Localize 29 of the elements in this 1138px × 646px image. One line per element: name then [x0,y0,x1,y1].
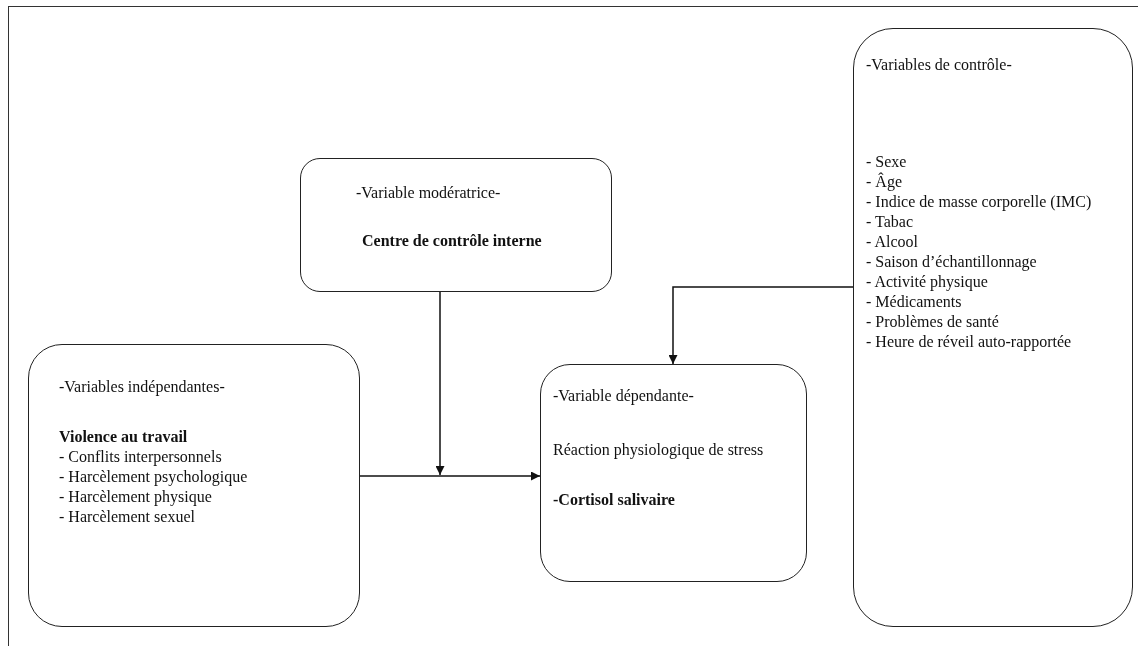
box-text: - Heure de réveil auto-rapportée [866,332,1072,352]
arrow [435,291,445,476]
box-text: Réaction physiologique de stress [553,440,764,460]
variable-box [28,344,360,627]
box-heading: -Variables indépendantes- [59,377,225,397]
box-text: - Conflits interpersonnels [59,447,222,467]
box-text: Centre de contrôle interne [361,231,542,251]
box-text: - Activité physique [866,272,988,292]
arrow [359,471,541,481]
box-text: - Harcèlement sexuel [59,507,195,527]
box-text: Violence au travail [59,427,188,447]
box-heading: -Variable modératrice- [356,183,501,203]
box-text: - Problèmes de santé [866,312,999,332]
variable-box [853,28,1133,627]
box-text: - Saison d’échantillonnage [866,252,1037,272]
box-text: - Harcèlement physique [59,487,212,507]
box-text: -Cortisol salivaire [553,490,675,510]
box-heading: -Variable dépendante- [553,386,694,406]
box-text: - Harcèlement psychologique [59,467,248,487]
variable-box [540,364,807,582]
box-text: - Alcool [866,232,918,252]
arrow [668,286,854,365]
box-heading: -Variables de contrôle- [866,55,1012,75]
box-text: - Sexe [866,152,907,172]
box-text: - Médicaments [866,292,962,312]
box-text: - Âge [866,172,902,192]
box-text: - Indice de masse corporelle (IMC) [866,192,1092,212]
box-text: - Tabac [866,212,913,232]
variable-box [300,158,612,292]
